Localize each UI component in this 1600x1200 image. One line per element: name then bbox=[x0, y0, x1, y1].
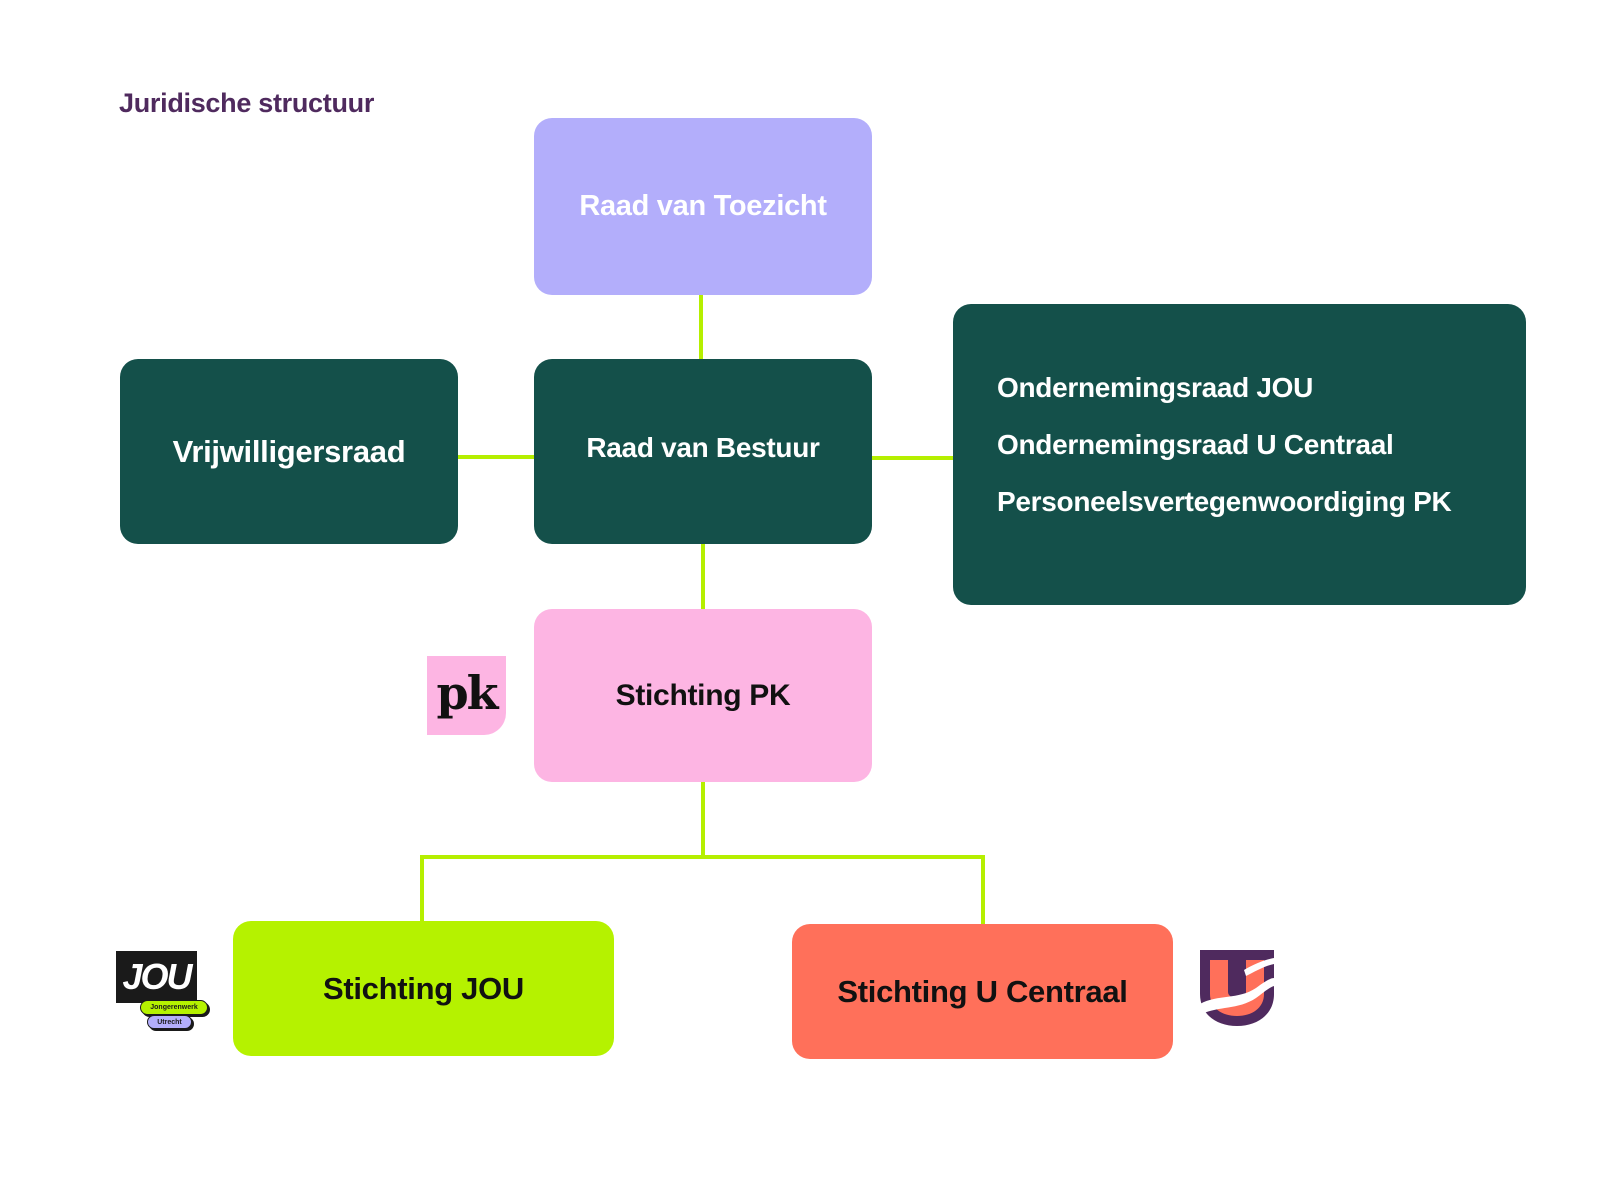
connector-bestuur-medezeggenschap bbox=[872, 456, 953, 460]
node-label: Stichting U Centraal bbox=[837, 973, 1128, 1009]
node-stichting-u-centraal: Stichting U Centraal bbox=[792, 924, 1173, 1059]
connector-vrijwilligersraad-bestuur bbox=[458, 455, 535, 459]
node-vrijwilligersraad: Vrijwilligersraad bbox=[120, 359, 458, 544]
connector-bestuur-pk bbox=[701, 544, 705, 609]
jou-logo-tag: Jongerenwerk bbox=[150, 1004, 198, 1011]
pk-logo-icon: pk bbox=[427, 656, 506, 735]
medezeggenschap-item: Personeelsvertegenwoordiging PK bbox=[997, 485, 1452, 517]
node-label: Raad van Toezicht bbox=[579, 190, 827, 222]
connector-toezicht-bestuur bbox=[699, 295, 703, 359]
jou-logo-icon: JOU Jongerenwerk Utrecht bbox=[116, 951, 211, 1033]
node-label: Stichting PK bbox=[615, 678, 791, 712]
connector-pk-down bbox=[701, 782, 705, 858]
medezeggenschap-item: Ondernemingsraad JOU bbox=[997, 371, 1314, 403]
node-raad-van-bestuur: Raad van Bestuur bbox=[534, 359, 872, 544]
node-stichting-jou: Stichting JOU bbox=[233, 921, 614, 1056]
jou-logo-text: JOU bbox=[122, 956, 192, 997]
u-centraal-logo-icon bbox=[1200, 950, 1274, 1026]
connector-to-u-centraal bbox=[981, 855, 985, 924]
node-medezeggenschap: Ondernemingsraad JOU Ondernemingsraad U … bbox=[953, 304, 1526, 605]
pk-logo-text: pk bbox=[436, 665, 498, 720]
connector-to-jou bbox=[420, 855, 424, 921]
node-label: Stichting JOU bbox=[322, 970, 525, 1006]
medezeggenschap-item: Ondernemingsraad U Centraal bbox=[997, 428, 1394, 460]
node-raad-van-toezicht: Raad van Toezicht bbox=[534, 118, 872, 295]
page-title: Juridische structuur bbox=[119, 88, 375, 118]
connector-horizontal bbox=[420, 855, 985, 859]
node-label: Vrijwilligersraad bbox=[172, 433, 406, 469]
node-stichting-pk: Stichting PK bbox=[534, 609, 872, 782]
jou-logo-tag: Utrecht bbox=[157, 1018, 182, 1026]
node-label: Raad van Bestuur bbox=[586, 431, 820, 463]
